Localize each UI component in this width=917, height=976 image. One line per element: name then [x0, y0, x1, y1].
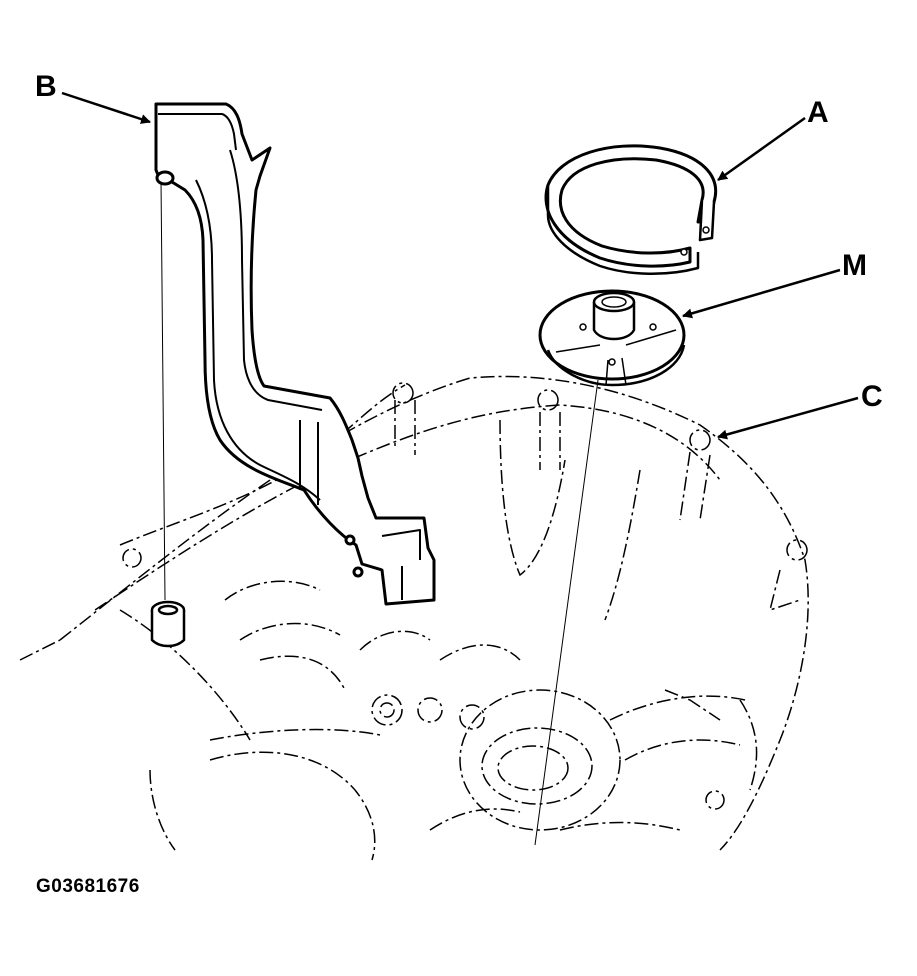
callout-label-a: A — [807, 96, 829, 129]
callout-arrows — [61, 91, 859, 440]
callout-label-m: M — [842, 249, 867, 282]
arrow-m — [682, 268, 841, 319]
snap-ring — [544, 144, 718, 276]
magnet-washer — [538, 289, 686, 387]
figure-id: G03681676 — [36, 876, 140, 897]
arrow-b — [61, 91, 151, 124]
arrow-a — [717, 116, 806, 182]
alignment-lines — [160, 179, 599, 846]
callout-label-b: B — [35, 70, 57, 103]
transmission-housing — [19, 375, 809, 861]
shift-fork — [154, 102, 436, 606]
pivot-stud — [150, 600, 186, 648]
arrow-c — [717, 396, 859, 440]
callout-label-c: C — [861, 380, 883, 413]
